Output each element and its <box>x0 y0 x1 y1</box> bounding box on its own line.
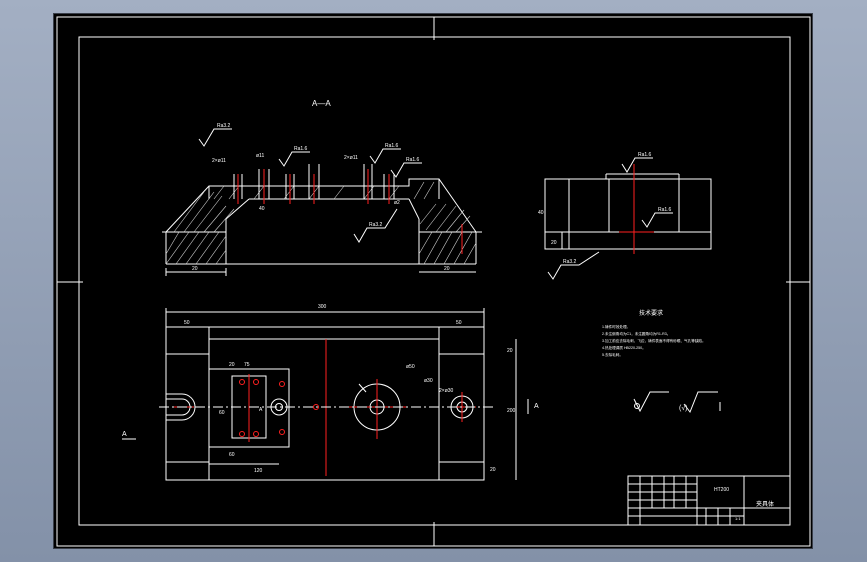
view-label-a: A <box>259 407 263 413</box>
hole-label: ø30 <box>424 378 433 384</box>
note-line: 4.热处理调质 HB220-250。 <box>602 345 646 350</box>
section-hatch-top <box>213 181 435 200</box>
roughness-symbol: Ra3.2 <box>353 208 398 243</box>
section-a-a-view: A—A <box>162 99 482 276</box>
hole-label: 2×ø30 <box>439 388 454 394</box>
plan-right-dim: 20 <box>507 348 513 354</box>
hole-callout: 2×ø11 <box>212 158 226 164</box>
section-hatch-right <box>418 203 477 265</box>
section-hatch-left <box>165 191 235 265</box>
dim-label: 20 <box>444 266 450 272</box>
general-roughness-symbol: (√) <box>633 391 721 414</box>
plan-overall-label: 300 <box>318 304 327 310</box>
section-outline <box>165 178 477 264</box>
note-line: 1.铸件时效处理。 <box>602 324 630 329</box>
note-line: 3.加工前应去除毛刺、飞边，铸件表面不得有砂眼、气孔等缺陷。 <box>602 338 706 343</box>
note-line: 5.去除毛刺。 <box>602 352 623 357</box>
plan-inner-dim: 20 <box>229 362 235 368</box>
outer-frame <box>56 16 811 547</box>
drawing-viewport[interactable]: A—A <box>53 13 813 549</box>
technical-notes: 技术要求 1.铸件时效处理。 2.未注倒角均为C1，未注圆角均为R1-R3。 3… <box>602 309 706 357</box>
plan-right-dim: 200 <box>507 408 516 414</box>
title-block: HT200 夹具体 1:1 <box>627 475 791 526</box>
roughness-symbol: Ra1.6 <box>641 207 673 228</box>
plan-inner-dim: 60 <box>229 452 235 458</box>
svg-text:Ra3.2: Ra3.2 <box>563 259 577 265</box>
plan-inner-dim: 60 <box>219 410 225 416</box>
section-hole-lines <box>233 164 395 199</box>
svg-text:Ra1.6: Ra1.6 <box>294 146 308 152</box>
section-left-step <box>225 198 250 220</box>
svg-text:Ra1.6: Ra1.6 <box>658 207 672 213</box>
title-scale: 1:1 <box>735 516 741 521</box>
roughness-symbol: Ra1.6 <box>278 146 310 167</box>
title-material: HT200 <box>714 487 729 493</box>
section-right-step <box>408 198 420 220</box>
side-dim: 20 <box>551 240 557 246</box>
side-view: 40 20 Ra1.6 Ra1.6 Ra3.2 <box>538 152 712 280</box>
side-body <box>544 178 712 250</box>
roughness-symbol: Ra1.6 <box>369 143 401 164</box>
plan-left-dim: 50 <box>184 320 190 326</box>
general-roughness-paren: (√) <box>679 404 688 412</box>
roughness-symbol: Ra1.6 <box>621 152 653 173</box>
plan-pocket <box>208 368 290 448</box>
pin-holes <box>239 379 319 437</box>
plan-view: 300 50 50 60 120 20 75 60 <box>122 304 539 481</box>
section-marker-right: A <box>534 403 539 410</box>
note-line: 2.未注倒角均为C1，未注圆角均为R1-R3。 <box>602 331 670 336</box>
svg-text:Ra1.6: Ra1.6 <box>406 157 420 163</box>
section-center-lines <box>237 169 463 254</box>
hole-callout: 2×ø11 <box>344 155 358 161</box>
svg-text:Ra3.2: Ra3.2 <box>369 222 383 228</box>
title-part-name: 夹具体 <box>756 500 774 508</box>
notes-title: 技术要求 <box>639 309 663 317</box>
dim-label: 40 <box>259 206 265 212</box>
roughness-symbol: Ra1.6 <box>390 157 422 178</box>
hole-label: ø50 <box>406 364 415 370</box>
svg-text:Ra1.6: Ra1.6 <box>385 143 399 149</box>
section-marker-left: A <box>122 431 127 438</box>
side-dim: 40 <box>538 210 544 216</box>
inner-frame <box>78 36 791 526</box>
cad-drawing: A—A <box>56 16 811 547</box>
roughness-symbol: Ra3.2 <box>198 123 232 147</box>
plan-outline <box>165 326 485 481</box>
hole-callout: ø2 <box>394 200 400 206</box>
svg-text:Ra1.6: Ra1.6 <box>638 152 652 158</box>
plan-right-dim: 50 <box>456 320 462 326</box>
roughness-symbol: Ra3.2 <box>547 251 600 280</box>
plan-inner-dim: 75 <box>244 362 250 368</box>
section-a-title: A—A <box>312 99 331 108</box>
plan-inner-dim: 120 <box>254 468 263 474</box>
svg-text:Ra3.2: Ra3.2 <box>217 123 231 129</box>
leader <box>358 383 367 393</box>
hole-callout: ø11 <box>256 153 264 159</box>
dim-label: 20 <box>192 266 198 272</box>
plan-right-dim: 20 <box>490 467 496 473</box>
